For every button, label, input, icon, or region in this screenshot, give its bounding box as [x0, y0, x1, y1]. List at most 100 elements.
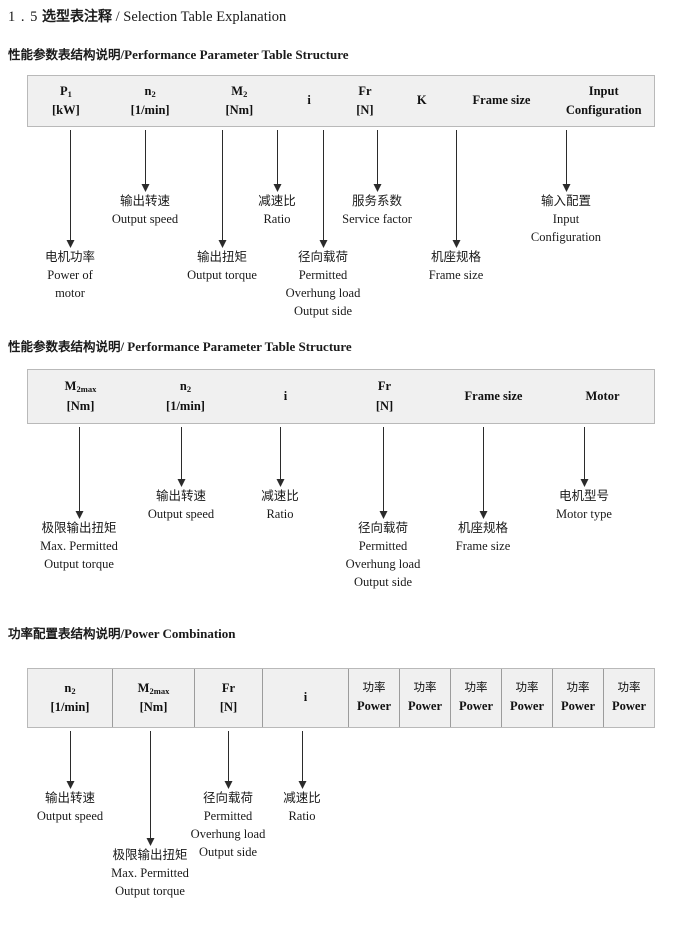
table3-col-fr-unit: [N] — [219, 700, 238, 714]
annotation-chinese: 减速比 — [261, 488, 299, 503]
table3-col-power-1: 功率 Power — [348, 669, 399, 727]
table3-col-power-6-english: Power — [611, 699, 646, 714]
annotation-english-line1: Output speed — [36, 809, 104, 824]
section-title-chinese: 性能参数表结构说明 — [8, 339, 121, 354]
table3-col-n2-sub: 2 — [71, 685, 76, 696]
table1-col-n2-sub: 2 — [151, 88, 156, 99]
annotation-english-line1: Frame size — [428, 268, 484, 283]
annotation-table1-frame-size: 机座规格 Frame size — [429, 248, 484, 284]
arrow-table2-m2max — [75, 427, 84, 519]
arrow-table2-frame-size — [479, 427, 488, 519]
table2-col-i: i — [238, 370, 333, 423]
table3-col-n2-symbol: n2 — [64, 680, 76, 696]
arrow-table1-i — [273, 130, 282, 192]
annotation-table3-max-output-torque: 极限输出扭矩 Max. Permitted Output torque — [111, 846, 189, 900]
annotation-english-line1: Service factor — [342, 212, 412, 227]
arrow-table3-fr — [224, 731, 233, 789]
annotation-chinese: 服务系数 — [351, 193, 403, 208]
table1-col-i-symbol: i — [307, 93, 311, 108]
arrow-table1-frame-size — [452, 130, 461, 248]
annotation-english-line1: Permitted — [203, 809, 253, 824]
table1-col-fr: Fr [N] — [336, 76, 394, 126]
table1-col-m2: M2 [Nm] — [196, 76, 282, 126]
annotation-chinese: 输出转速 — [119, 193, 170, 208]
annotation-english-line1: Output speed — [111, 212, 179, 227]
table2-col-n2-unit: [1/min] — [166, 398, 205, 413]
table1-col-frame-size: Frame size — [450, 76, 554, 126]
annotation-chinese: 输出转速 — [155, 488, 206, 503]
annotation-english-line1: Power of — [47, 268, 93, 283]
table1-col-m2-unit: [Nm] — [225, 103, 254, 117]
annotation-chinese: 机座规格 — [457, 520, 508, 535]
table2-col-m2max: M2max [Nm] — [28, 370, 133, 423]
table2-col-n2-sub: 2 — [186, 384, 192, 395]
annotation-table1-input-configuration: 输入配置 Input Configuration — [531, 192, 601, 246]
section-title-power-combination: 功率配置表结构说明/Power Combination — [8, 623, 236, 642]
annotation-chinese: 极限输出扭矩 — [41, 520, 117, 535]
annotation-english-line1: Max. Permitted — [40, 539, 118, 554]
annotation-table2-output-speed: 输出转速 Output speed — [148, 487, 214, 523]
table3-col-power-6-chinese: 功率 — [617, 680, 641, 695]
arrow-table1-n2 — [141, 130, 150, 192]
annotation-english-line1: Motor type — [556, 507, 612, 522]
table1-col-i: i — [282, 76, 336, 126]
table3-col-fr: Fr [N] — [194, 669, 262, 727]
table1-col-p1-sub: 1 — [67, 88, 72, 99]
annotation-table1-service-factor: 服务系数 Service factor — [342, 192, 412, 228]
section-title-english: Performance Parameter Table Structure — [124, 47, 349, 62]
table3-col-power-2-english: Power — [407, 699, 442, 714]
annotation-english-line1: Permitted — [298, 268, 348, 283]
section-title-chinese: 性能参数表结构说明 — [8, 47, 121, 62]
table2-col-m2max-sub: 2max — [76, 384, 97, 395]
table1-col-input-configuration-line1: Input — [588, 83, 619, 98]
annotation-english-line1: Ratio — [266, 507, 294, 522]
table2-col-motor-symbol: Motor — [585, 388, 620, 403]
annotation-table2-motor-type: 电机型号 Motor type — [556, 487, 612, 523]
table2-col-frame-size-symbol: Frame size — [464, 388, 523, 403]
arrow-table1-k — [373, 130, 382, 192]
table1-col-n2: n2 [1/min] — [104, 76, 197, 126]
table3-col-i-symbol: i — [303, 690, 308, 705]
table3-col-m2max-sub: 2max — [149, 685, 170, 696]
table3-col-power-5-english: Power — [560, 699, 595, 714]
table3-col-power-2: 功率 Power — [399, 669, 450, 727]
arrow-table2-fr — [379, 427, 388, 519]
arrow-table1-p1 — [66, 130, 75, 248]
page-title: 1 . 5 选型表注释 / Selection Table Explanatio… — [8, 6, 286, 26]
page-title-english: Selection Table Explanation — [123, 9, 287, 25]
annotation-english-line2: motor — [55, 286, 85, 301]
table2-col-fr-symbol: Fr — [377, 379, 392, 394]
annotation-chinese: 径向载荷 — [357, 520, 409, 535]
table1-col-fr-symbol: Fr — [358, 83, 372, 98]
table2-col-fr: Fr [N] — [333, 370, 436, 423]
table1-col-fr-unit: [N] — [356, 103, 374, 117]
annotation-english-line1: Ratio — [263, 212, 291, 227]
annotation-table1-output-torque: 输出扭矩 Output torque — [187, 248, 257, 284]
annotation-table3-output-speed: 输出转速 Output speed — [37, 789, 103, 825]
table2-col-fr-unit: [N] — [375, 398, 394, 413]
annotation-english-line1: Permitted — [358, 539, 408, 554]
annotation-english-line1: Ratio — [288, 809, 316, 824]
annotation-table2-max-output-torque: 极限输出扭矩 Max. Permitted Output torque — [40, 519, 118, 573]
table3-col-n2-unit: [1/min] — [50, 700, 90, 714]
table3-col-power-4-english: Power — [509, 699, 544, 714]
table3-col-power-3-english: Power — [458, 699, 493, 714]
annotation-chinese: 输出转速 — [44, 790, 95, 805]
annotation-english-line1: Frame size — [455, 539, 511, 554]
section-title-performance-parameter-2: 性能参数表结构说明/ Performance Parameter Table S… — [8, 336, 352, 355]
table2-col-m2max-unit: [Nm] — [66, 398, 95, 413]
annotation-english-line1: Output torque — [187, 268, 257, 283]
annotation-chinese: 极限输出扭矩 — [112, 847, 188, 862]
annotation-chinese: 输出扭矩 — [196, 249, 248, 264]
table3-col-m2max: M2max [Nm] — [112, 669, 194, 727]
annotation-table1-ratio: 减速比 Ratio — [258, 192, 296, 228]
table2-col-n2-symbol: n2 — [179, 379, 192, 395]
annotation-english-line2: Output torque — [44, 557, 114, 572]
section-title-performance-parameter-1: 性能参数表结构说明/Performance Parameter Table St… — [8, 44, 349, 63]
section-title-separator: / — [120, 47, 125, 62]
section-title-english: Performance Parameter Table Structure — [127, 339, 352, 354]
annotation-chinese: 输入配置 — [540, 193, 592, 208]
table3-col-power-4-chinese: 功率 — [515, 680, 539, 695]
page-title-number: 1 . 5 — [8, 9, 39, 25]
arrow-table3-m2max — [146, 731, 155, 846]
